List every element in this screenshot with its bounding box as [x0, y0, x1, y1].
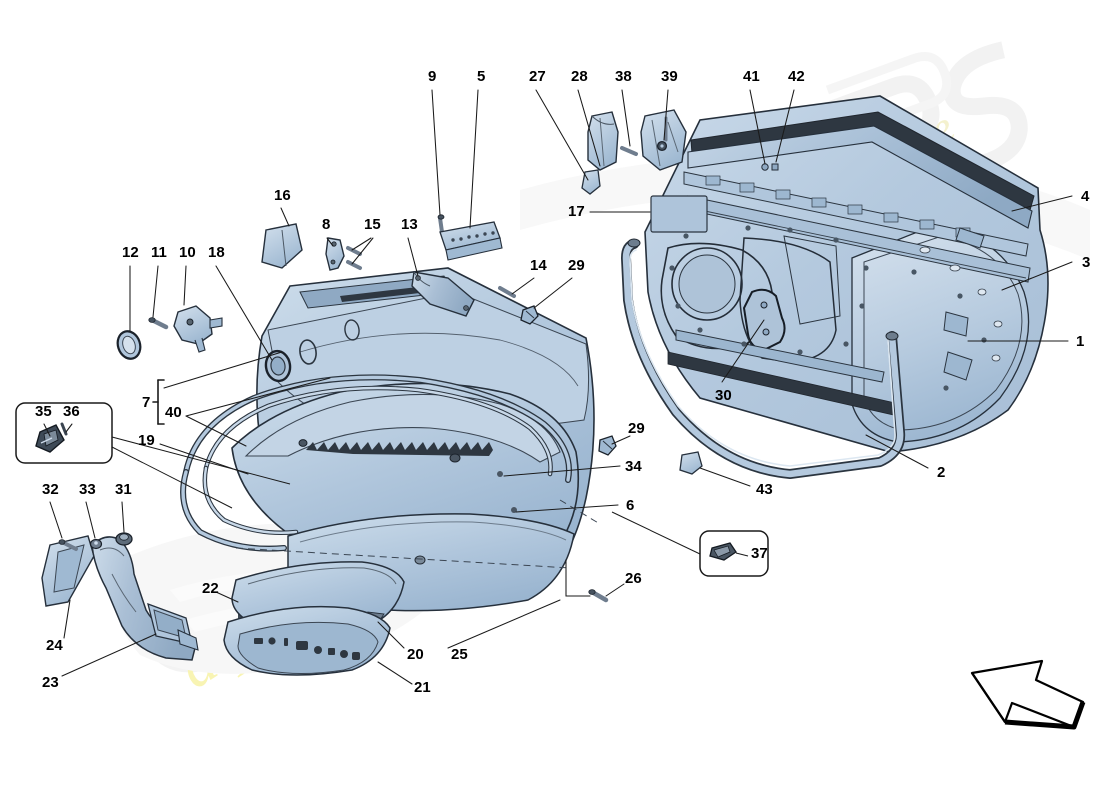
- callout-24: 24: [46, 637, 63, 654]
- callout-30: 30: [715, 387, 732, 404]
- small-parts-left: [116, 305, 223, 360]
- callout-34: 34: [625, 458, 642, 475]
- callout-20: 20: [407, 646, 424, 663]
- leader-lines: [43, 89, 1073, 685]
- callout-31: 31: [115, 481, 132, 498]
- callout-12: 12: [122, 244, 139, 261]
- callout-19: 19: [138, 432, 155, 449]
- callout-10: 10: [179, 244, 196, 261]
- callout-22: 22: [202, 580, 219, 597]
- callout-36: 36: [63, 403, 80, 420]
- door-trim-panel: [180, 267, 601, 612]
- callout-2: 2: [937, 464, 946, 481]
- callout-32: 32: [42, 481, 59, 498]
- callout-35: 35: [35, 403, 52, 420]
- door-seal-gasket: [621, 238, 906, 479]
- callout-39: 39: [661, 68, 678, 85]
- lower-left-parts: [41, 532, 405, 676]
- callout-37: 37: [751, 545, 768, 562]
- callout-18: 18: [208, 244, 225, 261]
- callout-26: 26: [625, 570, 642, 587]
- direction-arrow: [970, 659, 1086, 730]
- callout-15: 15: [364, 216, 381, 233]
- callout-5: 5: [477, 68, 486, 85]
- right-small-parts: [588, 435, 703, 603]
- callout-42: 42: [788, 68, 805, 85]
- detail-callout-boxes: [15, 402, 769, 577]
- callout-29: 29: [568, 257, 585, 274]
- callout-41: 41: [743, 68, 760, 85]
- callout-17: 17: [568, 203, 585, 220]
- callout-28: 28: [571, 68, 588, 85]
- callout-29-lower: 29: [628, 420, 645, 437]
- callout-6: 6: [626, 497, 635, 514]
- callout-7: 7: [142, 394, 151, 411]
- callout-16: 16: [274, 187, 291, 204]
- callout-9: 9: [428, 68, 437, 85]
- small-parts-top: [261, 109, 687, 325]
- callout-21: 21: [414, 679, 431, 696]
- callout-4: 4: [1081, 188, 1090, 205]
- callout-40: 40: [165, 404, 182, 421]
- callout-1: 1: [1076, 333, 1085, 350]
- callout-25: 25: [451, 646, 468, 663]
- callout-43: 43: [756, 481, 773, 498]
- callout-23: 23: [42, 674, 59, 691]
- callout-3: 3: [1082, 254, 1091, 271]
- callout-14: 14: [530, 257, 547, 274]
- callout-38: 38: [615, 68, 632, 85]
- callout-8: 8: [322, 216, 331, 233]
- door-shell-assembly: [644, 95, 1049, 453]
- callout-33: 33: [79, 481, 96, 498]
- callout-27: 27: [529, 68, 546, 85]
- callout-11: 11: [151, 244, 167, 261]
- callout-13: 13: [401, 216, 418, 233]
